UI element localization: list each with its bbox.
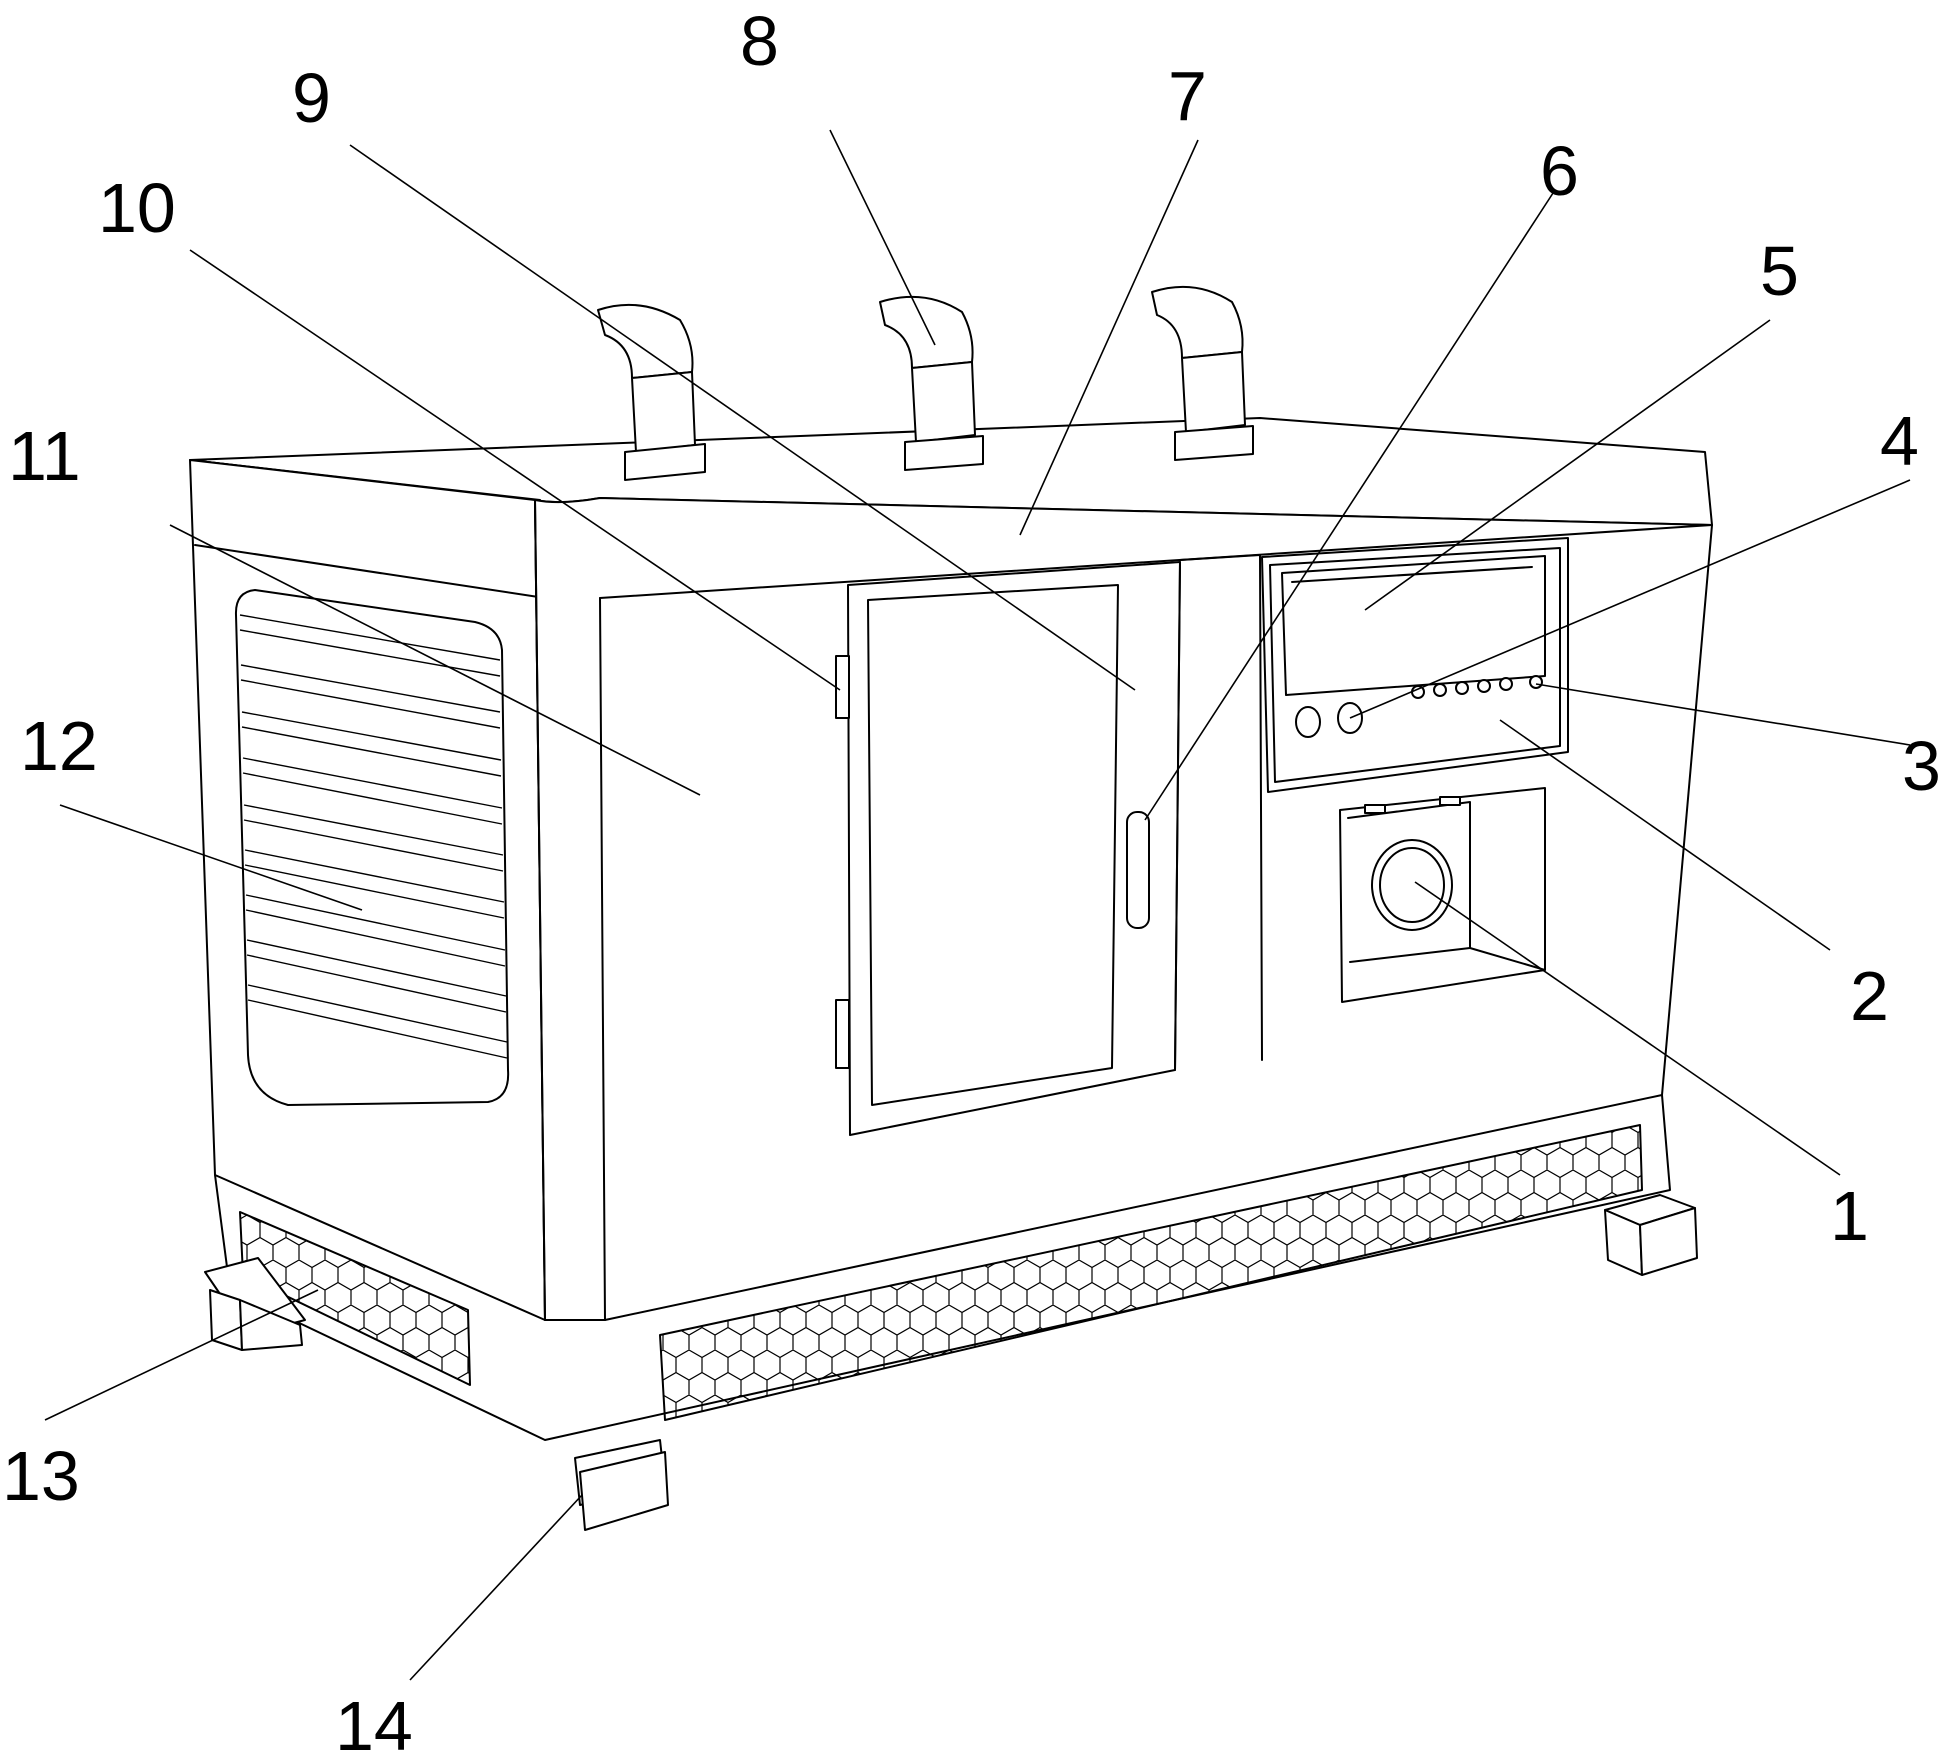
- power-socket: [1371, 839, 1453, 931]
- label-5: 5: [1760, 232, 1799, 310]
- door-handle: [1126, 811, 1150, 929]
- display-screen: [1281, 555, 1546, 696]
- label-14: 14: [335, 1687, 413, 1758]
- label-8: 8: [740, 2, 779, 80]
- label-13: 13: [2, 1437, 80, 1515]
- side-louver-vent: [234, 589, 510, 1106]
- foot-front-right: [1604, 1194, 1698, 1276]
- foot-back-left: [204, 1257, 306, 1351]
- exhaust-pipe-right: [1151, 285, 1254, 461]
- door-hinge-top: [835, 655, 850, 719]
- label-3: 3: [1902, 727, 1941, 805]
- exhaust-pipe-left: [597, 303, 706, 481]
- label-1: 1: [1830, 1177, 1869, 1255]
- label-4: 4: [1880, 402, 1919, 480]
- socket-box: [1339, 787, 1546, 1003]
- label-2: 2: [1850, 957, 1889, 1035]
- label-10: 10: [98, 169, 176, 247]
- bottom-vents: [214, 1094, 1671, 1441]
- front-door: [835, 554, 1263, 1136]
- exhaust-pipes: [597, 285, 1254, 481]
- exhaust-pipe-middle: [879, 295, 984, 471]
- control-panel: [1261, 537, 1569, 793]
- front-mesh-vent: [659, 1124, 1643, 1421]
- feet: [204, 1194, 1698, 1531]
- label-9: 9: [292, 59, 331, 137]
- indicator-lights: [1411, 675, 1543, 699]
- control-knob-left: [1295, 706, 1321, 738]
- label-12: 12: [20, 707, 98, 785]
- foot-front-left: [574, 1439, 669, 1531]
- door-hinge-bottom: [835, 999, 850, 1069]
- side-mesh-vent: [239, 1211, 471, 1386]
- label-11: 11: [8, 417, 81, 495]
- label-7: 7: [1168, 57, 1207, 135]
- label-6: 6: [1540, 132, 1579, 210]
- leader-lines: [44, 129, 1911, 1681]
